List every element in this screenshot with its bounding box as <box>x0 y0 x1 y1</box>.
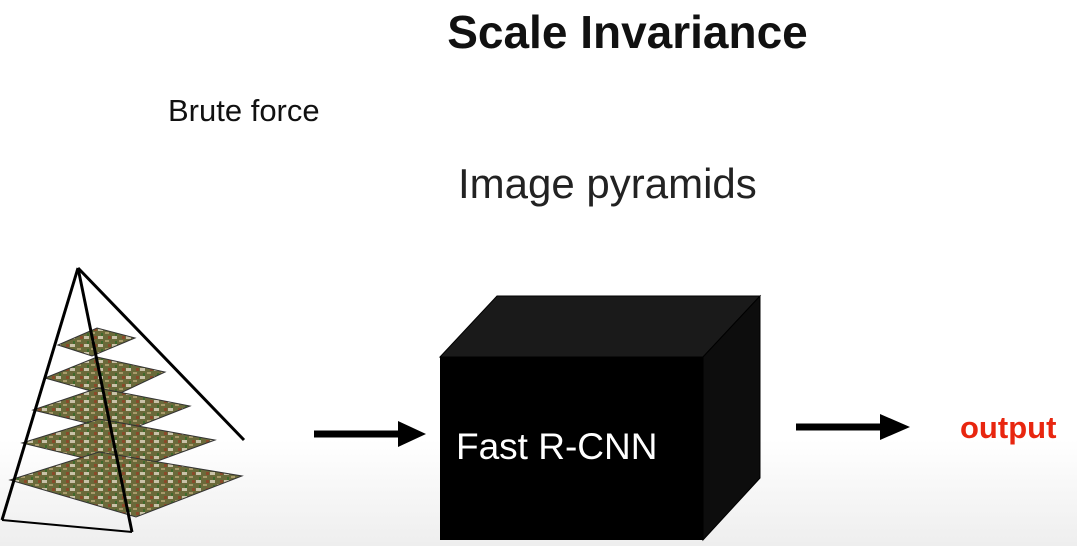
box-front-face <box>440 357 703 540</box>
pyramid-edge-front <box>76 267 134 533</box>
pyramid-edge-right <box>76 266 246 442</box>
input-arrow <box>314 421 426 447</box>
output-arrow <box>796 414 910 440</box>
pyramid-level-1 <box>56 327 137 357</box>
fast-rcnn-label: Fast R-CNN <box>456 426 658 467</box>
output-label: output <box>960 410 1057 445</box>
image-pyramid <box>0 266 246 533</box>
fast-rcnn-box <box>438 294 762 542</box>
slide-title: Scale Invariance <box>447 6 808 58</box>
pyramid-edge-left <box>0 267 80 521</box>
image-pyramids-heading: Image pyramids <box>458 160 757 207</box>
brute-force-label: Brute force <box>168 93 320 128</box>
pyramid-base-edge <box>1 519 133 533</box>
pyramid-level-5 <box>8 451 244 518</box>
